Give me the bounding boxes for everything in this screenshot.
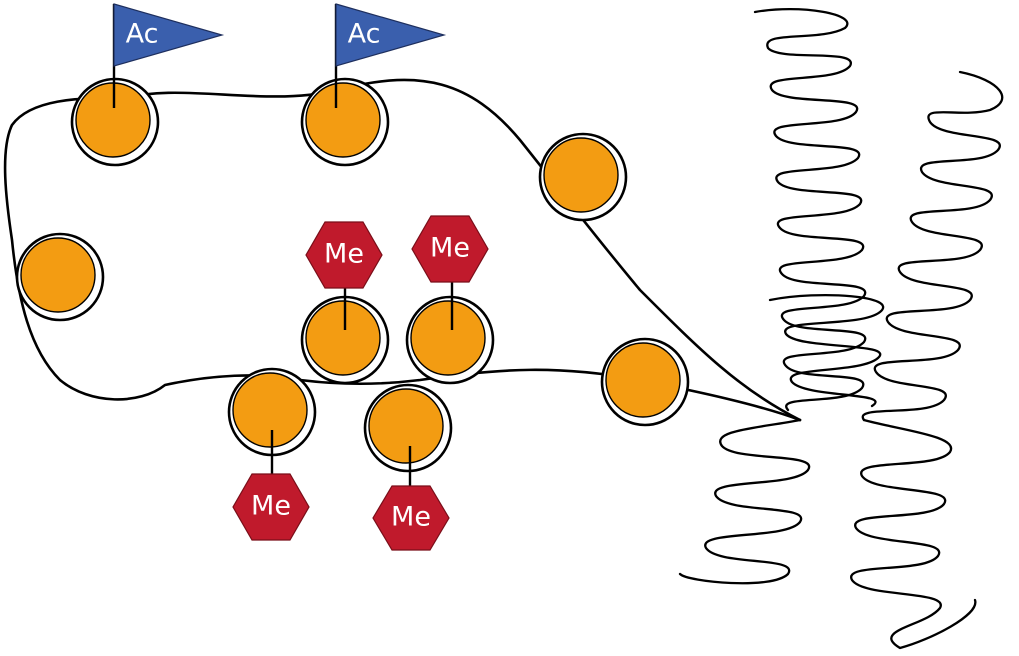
dna-strand: [118, 78, 802, 422]
histone-core: [20, 237, 96, 313]
hexagon-icon: [372, 485, 450, 551]
histone-core: [368, 388, 444, 464]
acetyl-label: Ac: [126, 19, 159, 50]
hexagon-icon: [232, 473, 310, 541]
nucleosome-n3: [538, 132, 628, 222]
chromosome-coil-upper-right: [861, 70, 1004, 422]
methyl-label: Me: [391, 502, 431, 533]
histone-core: [543, 137, 619, 213]
methyl-group-n9: Me: [372, 446, 450, 551]
chromosome: [678, 8, 1004, 650]
flag-icon: [335, 3, 447, 67]
nucleosome-n7: [600, 337, 690, 427]
histone-core: [605, 342, 681, 418]
nucleosome-n5: [300, 295, 390, 385]
histone-core: [305, 82, 381, 158]
methyl-label: Me: [251, 491, 291, 522]
acetyl-flag-n2: Ac: [334, 3, 447, 108]
chromosome-coil-lower-right: [850, 418, 977, 650]
methyl-group-n8: Me: [232, 430, 310, 541]
acetyl-label: Ac: [348, 19, 381, 50]
chromosome-coil-upper-left: [753, 8, 867, 412]
methyl-group-n5: Me: [305, 221, 383, 330]
nucleosome-n8: [227, 367, 317, 457]
hexagon-icon: [305, 221, 383, 289]
hexagon-icon: [411, 215, 489, 283]
nucleosome-n4: [15, 232, 105, 322]
chromosome-centromere: [768, 293, 885, 408]
histone-core: [305, 300, 381, 376]
nucleosome-n2: [300, 77, 390, 167]
histone-core: [232, 372, 308, 448]
methyl-group-n6: Me: [411, 215, 489, 330]
flag-icon: [113, 3, 225, 67]
methyl-label: Me: [324, 239, 364, 270]
histone-core: [410, 300, 486, 376]
methyl-label: Me: [430, 233, 470, 264]
acetyl-flag-n1: Ac: [112, 3, 225, 108]
nucleosome-n6: [405, 295, 495, 385]
chromosome-coil-lower-left: [678, 418, 811, 585]
dna-strand-loop: [3, 97, 802, 422]
nucleosome-n9: [363, 383, 453, 473]
